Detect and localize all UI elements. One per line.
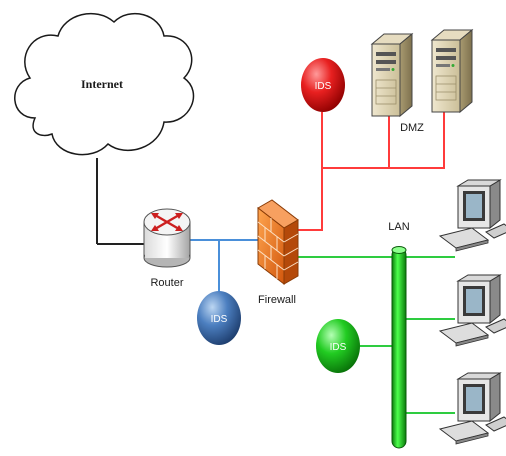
desktop-computer-icon	[439, 274, 506, 347]
ids-router-label: IDS	[211, 314, 228, 325]
ids-dmz: IDS	[301, 58, 345, 112]
lan-pc-1	[439, 179, 506, 252]
ids-lan-label: IDS	[330, 342, 347, 353]
server-icon	[371, 33, 413, 117]
ids-sensor-icon	[301, 58, 345, 112]
firewall: Firewall	[257, 199, 299, 306]
dmz-label: DMZ	[400, 122, 424, 134]
ids-router: IDS	[197, 291, 241, 345]
lan-pc-2	[439, 274, 506, 347]
ids-sensor-icon	[316, 319, 360, 373]
connections	[96, 108, 455, 414]
firewall-icon	[257, 199, 299, 286]
desktop-computer-icon	[439, 372, 506, 445]
lan-pc-3	[439, 372, 506, 445]
dmz-servers: DMZ	[371, 29, 473, 134]
router: Router	[143, 208, 191, 289]
desktop-computer-icon	[439, 179, 506, 252]
router-label: Router	[150, 277, 183, 289]
ids-sensor-icon	[197, 291, 241, 345]
lan-bus	[391, 247, 407, 449]
lan-backbone: LAN	[388, 221, 410, 449]
firewall-label: Firewall	[258, 294, 296, 306]
cloud-icon	[14, 12, 195, 156]
ids-dmz-label: IDS	[315, 81, 332, 92]
lan-label: LAN	[388, 221, 409, 233]
internet-label: Internet	[81, 77, 123, 91]
ids-lan: IDS	[316, 319, 360, 373]
server-icon	[431, 29, 473, 113]
router-icon	[143, 208, 191, 268]
internet-cloud: Internet	[14, 12, 195, 156]
